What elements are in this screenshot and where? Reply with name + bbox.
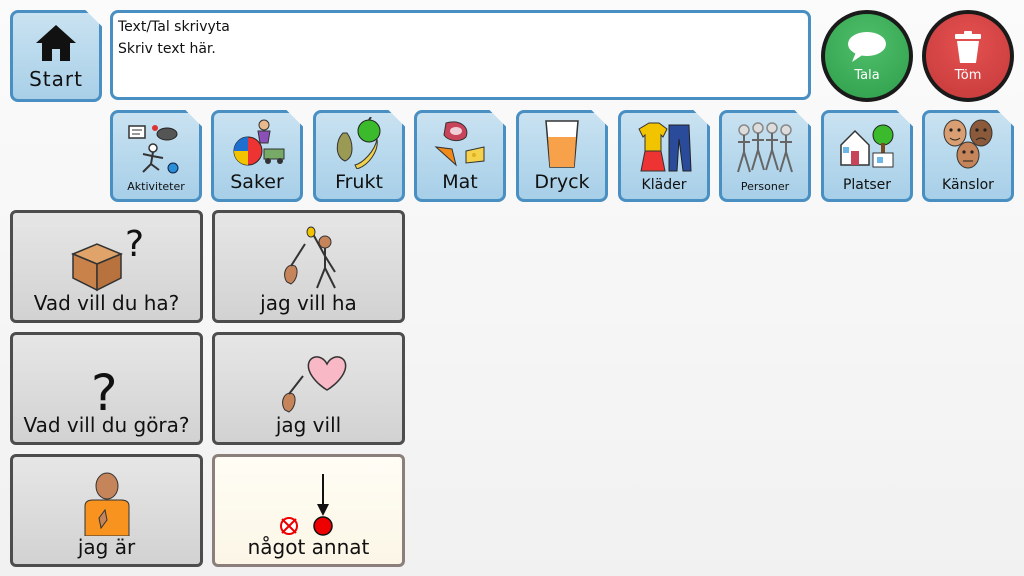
clothes-icon (638, 122, 692, 172)
fruit-icon (336, 117, 381, 169)
clear-button[interactable]: Töm (922, 10, 1014, 102)
phrase-something-else[interactable]: något annat (212, 454, 405, 567)
phrase-what-do-you-want[interactable]: ? Vad vill du ha? (10, 210, 203, 323)
category-label: Känslor (942, 177, 994, 193)
category-label: Personer (740, 180, 790, 193)
home-icon (36, 25, 76, 61)
phrase-label: jag vill ha (260, 291, 357, 315)
things-icon (233, 119, 285, 166)
category-drink[interactable]: Dryck (516, 110, 608, 202)
category-label: Platser (842, 177, 892, 193)
category-label: Saker (230, 171, 284, 193)
phrase-what-do-you-want-to-do[interactable]: ? Vad vill du göra? (10, 332, 203, 445)
feelings-icon (943, 119, 993, 169)
food-icon (434, 121, 485, 167)
speak-label: Tala (854, 67, 880, 83)
category-label: Kläder (641, 177, 687, 193)
category-label: Dryck (534, 171, 590, 193)
phrase-label: jag vill (275, 413, 342, 437)
places-icon (840, 124, 894, 168)
i-want-heart-icon (281, 356, 346, 413)
category-label: Aktiviteter (127, 180, 185, 193)
category-feelings[interactable]: Känslor (922, 110, 1014, 202)
category-things[interactable]: Saker (211, 110, 303, 202)
phrase-label: något annat (247, 535, 370, 559)
start-button[interactable]: Start (10, 10, 102, 102)
message-placeholder: Skriv text här. (118, 41, 216, 57)
svg-text:?: ? (91, 366, 118, 414)
category-activities[interactable]: Aktiviteter (110, 110, 202, 202)
phrase-i-want-to-have[interactable]: jag vill ha (212, 210, 405, 323)
category-label: Frukt (335, 171, 383, 193)
category-fruit[interactable]: Frukt (313, 110, 405, 202)
something-else-icon (279, 474, 333, 536)
drink-icon (545, 120, 579, 168)
phrase-label: jag är (77, 535, 136, 559)
message-text-area[interactable]: Text/Tal skrivyta Skriv text här. (110, 10, 811, 100)
speak-button[interactable]: Tala (821, 10, 913, 102)
phrase-i-am[interactable]: jag är (10, 454, 203, 567)
category-food[interactable]: Mat (414, 110, 506, 202)
question-mark-icon: ? (91, 366, 118, 414)
speech-bubble-icon (848, 31, 886, 62)
box-question-icon: ? (70, 226, 144, 292)
message-heading: Text/Tal skrivyta (118, 19, 230, 35)
phrase-i-want[interactable]: jag vill (212, 332, 405, 445)
start-label: Start (29, 67, 83, 91)
category-label: Mat (442, 171, 478, 193)
category-clothes[interactable]: Kläder (618, 110, 710, 202)
people-icon (737, 122, 793, 173)
phrase-label: Vad vill du ha? (33, 291, 180, 315)
i-am-person-icon (84, 472, 129, 536)
category-places[interactable]: Platser (821, 110, 913, 202)
clear-label: Töm (954, 67, 982, 83)
trash-icon (955, 30, 981, 63)
svg-text:?: ? (125, 226, 144, 265)
phrase-label: Vad vill du göra? (23, 413, 190, 437)
i-want-to-have-icon (283, 226, 336, 289)
activities-icon (128, 125, 179, 174)
category-people[interactable]: Personer (719, 110, 811, 202)
